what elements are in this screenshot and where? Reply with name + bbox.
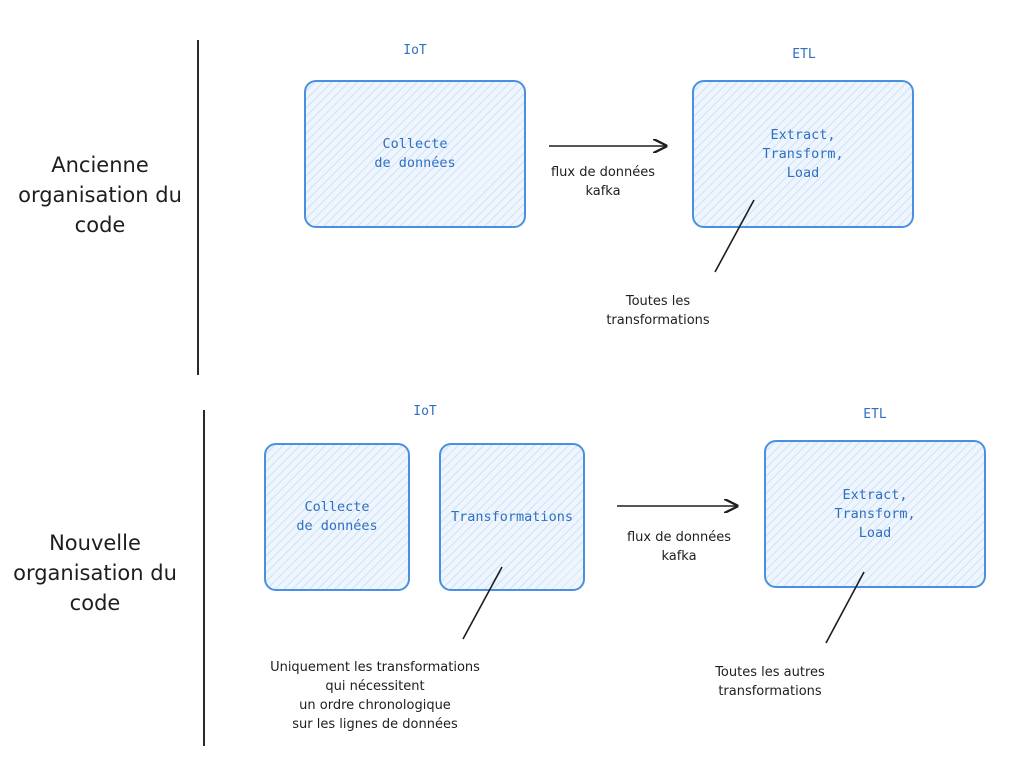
new-transform-box[interactable]: Transformations xyxy=(439,443,585,591)
new-transform-box-text: Transformations xyxy=(451,508,573,525)
new-section-label: Nouvelle organisation du code xyxy=(13,531,177,615)
new-etl-tag: ETL xyxy=(863,407,887,422)
new-etl-box-text: Extract, Transform, Load xyxy=(834,486,916,541)
old-section-label: Ancienne organisation du code xyxy=(18,153,182,237)
new-collect-box[interactable]: Collecte de données xyxy=(264,443,410,591)
old-iot-tag: IoT xyxy=(403,43,427,58)
old-section-divider xyxy=(197,40,199,375)
old-flow-label: flux de données kafka xyxy=(550,165,656,199)
old-etl-note: Toutes les transformations xyxy=(606,294,710,328)
old-collect-box[interactable]: Collecte de données xyxy=(304,80,526,228)
new-transform-note-line xyxy=(462,566,503,640)
old-etl-note-line xyxy=(714,199,755,273)
new-etl-note-line xyxy=(825,571,865,644)
new-section-divider xyxy=(203,410,205,746)
new-etl-note: Toutes les autres transformations xyxy=(715,665,825,699)
new-iot-tag: IoT xyxy=(413,404,437,419)
new-flow-label: flux de données kafka xyxy=(626,530,732,564)
new-transform-note: Uniquement les transformations qui néces… xyxy=(270,660,480,732)
new-etl-box[interactable]: Extract, Transform, Load xyxy=(764,440,986,588)
old-collect-box-text: Collecte de données xyxy=(374,136,456,171)
old-etl-box[interactable]: Extract, Transform, Load xyxy=(692,80,914,228)
new-collect-box-text: Collecte de données xyxy=(296,499,378,534)
old-etl-tag: ETL xyxy=(792,47,816,62)
old-etl-box-text: Extract, Transform, Load xyxy=(762,126,844,181)
